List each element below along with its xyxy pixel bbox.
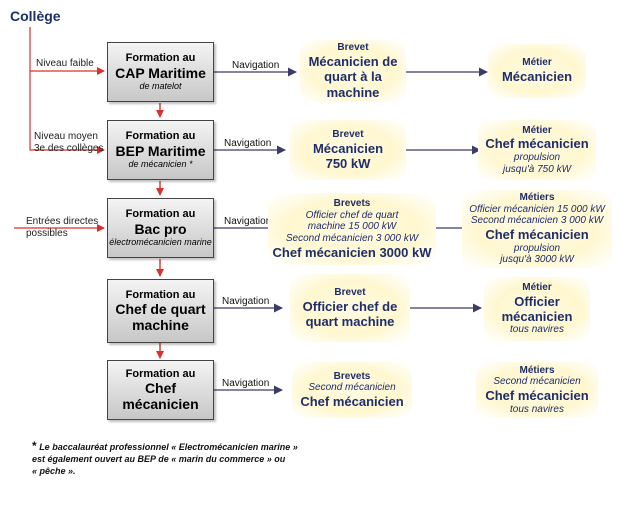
metier-heading: Métier [522,124,552,136]
brevet-title: Chef mécanicien [300,394,404,410]
metier-detail: tous navires [510,403,564,415]
nav-label-5: Navigation [222,378,270,389]
footnote-line: Le baccalauréat professionnel « Electrom… [39,442,298,452]
metier-heading: Métiers [519,364,555,376]
brevet-2: Brevet Mécanicien 750 kW [290,120,406,180]
metier-detail: propulsion [513,151,561,163]
nav-label-2: Navigation [224,138,272,149]
metier-title: Officier mécanicien [501,293,573,324]
metier-title: Mécanicien [501,69,573,85]
formation-heading: Formation au [125,367,196,380]
brevet-heading: Brevets [333,197,371,209]
brevet-option: Second mécanicien [308,382,396,394]
metier-5: Métiers Second mécanicien Chef mécanicie… [476,362,598,418]
brevet-option: Second mécanicien 3 000 kW [285,233,419,245]
footnote-line: « pêche ». [32,466,76,476]
metier-detail: jusqu'à 3000 kW [500,254,574,266]
brevet-title: Mécanicien 750 kW [312,140,384,171]
metier-detail: tous navires [510,324,564,336]
nav-label-3: Navigation [224,216,272,227]
entry-low-level: Niveau faible [36,58,94,69]
metier-4: Métier Officier mécanicien tous navires [484,277,590,341]
entry-direct: Entrées directes possibles [26,216,99,239]
formation-title: BEP Maritime [115,143,206,160]
metier-title: Chef mécanicien [485,136,589,152]
metier-title: Chef mécanicien [485,227,589,243]
metier-heading: Métiers [519,191,555,203]
metier-detail: jusqu'à 750 kW [502,163,572,175]
brevet-heading: Brevet [337,42,369,54]
metier-1: Métier Mécanicien [488,44,586,98]
footnote-line: est également ouvert au BEP de « marin d… [32,454,286,464]
college-label: Collège [10,8,61,24]
metier-option: Officier mécanicien 15 000 kW [469,203,605,215]
metier-option: Second mécanicien 3 000 kW [470,215,604,227]
brevet-option: Officier chef de quart [305,209,399,221]
formation-heading: Formation au [125,52,196,65]
formation-chef-mecanicien: Formation au Chef mécanicien [107,360,214,420]
formation-subtitle: de mécanicien * [128,159,193,170]
metier-heading: Métier [522,57,552,69]
formation-bep: Formation au BEP Maritime de mécanicien … [107,120,214,180]
brevet-title: Officier chef de quart machine [302,298,398,329]
metier-title: Chef mécanicien [485,388,589,404]
formation-title: Chef mécanicien [122,380,199,413]
metier-heading: Métier [522,281,552,293]
brevet-1: Brevet Mécanicien de quart à la machine [300,40,406,102]
formation-title: CAP Maritime [115,65,206,82]
entry-mid-level: Niveau moyen 3e des collèges [34,131,104,154]
formation-cap: Formation au CAP Maritime de matelot [107,42,214,102]
formation-heading: Formation au [125,288,196,301]
formation-title: Bac pro [134,221,187,238]
formation-bac-pro: Formation au Bac pro électromécanicien m… [107,198,214,258]
college-line-2 [29,71,105,154]
formation-chef-de-quart: Formation au Chef de quart machine [107,279,214,343]
formation-subtitle: électromécanicien marine [109,237,212,248]
brevet-5: Brevets Second mécanicien Chef mécanicie… [292,362,412,418]
metier-detail: propulsion [513,242,561,254]
formation-subtitle: de matelot [139,81,182,92]
brevet-title: Mécanicien de quart à la machine [308,53,398,100]
brevet-option: machine 15 000 kW [307,221,397,233]
footnote: * Le baccalauréat professionnel « Electr… [32,440,298,477]
metier-3: Métiers Officier mécanicien 15 000 kW Se… [462,190,612,268]
metier-2: Métier Chef mécanicien propulsion jusqu'… [478,120,596,180]
brevet-heading: Brevets [333,370,371,382]
nav-label-4: Navigation [222,296,270,307]
brevet-3: Brevets Officier chef de quart machine 1… [268,193,436,265]
formation-heading: Formation au [125,130,196,143]
footnote-star: * [32,439,37,453]
metier-option: Second mécanicien [493,376,581,388]
brevet-title: Chef mécanicien 3000 kW [272,244,432,260]
formation-title: Chef de quart machine [115,301,206,334]
brevet-4: Brevet Officier chef de quart machine [290,274,410,342]
nav-label-1: Navigation [232,60,280,71]
brevet-heading: Brevet [332,128,364,140]
formation-heading: Formation au [125,208,196,221]
brevet-heading: Brevet [334,286,366,298]
